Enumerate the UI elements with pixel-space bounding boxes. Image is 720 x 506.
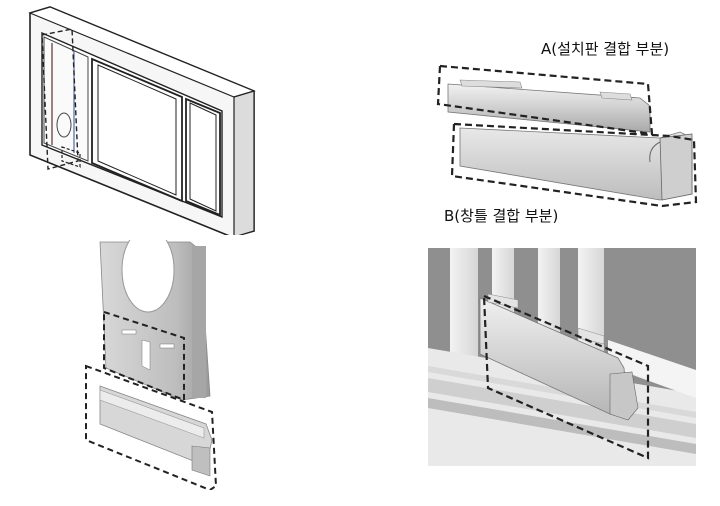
plate-rail-exploded <box>80 240 230 490</box>
label-a: A(설치판 결합 부분) <box>541 40 670 58</box>
rail-on-frame-render <box>428 248 696 466</box>
label-b: B(창틀 결합 부분) <box>444 207 559 225</box>
rail-detail <box>430 62 710 212</box>
window-frame-sketch <box>22 5 267 235</box>
